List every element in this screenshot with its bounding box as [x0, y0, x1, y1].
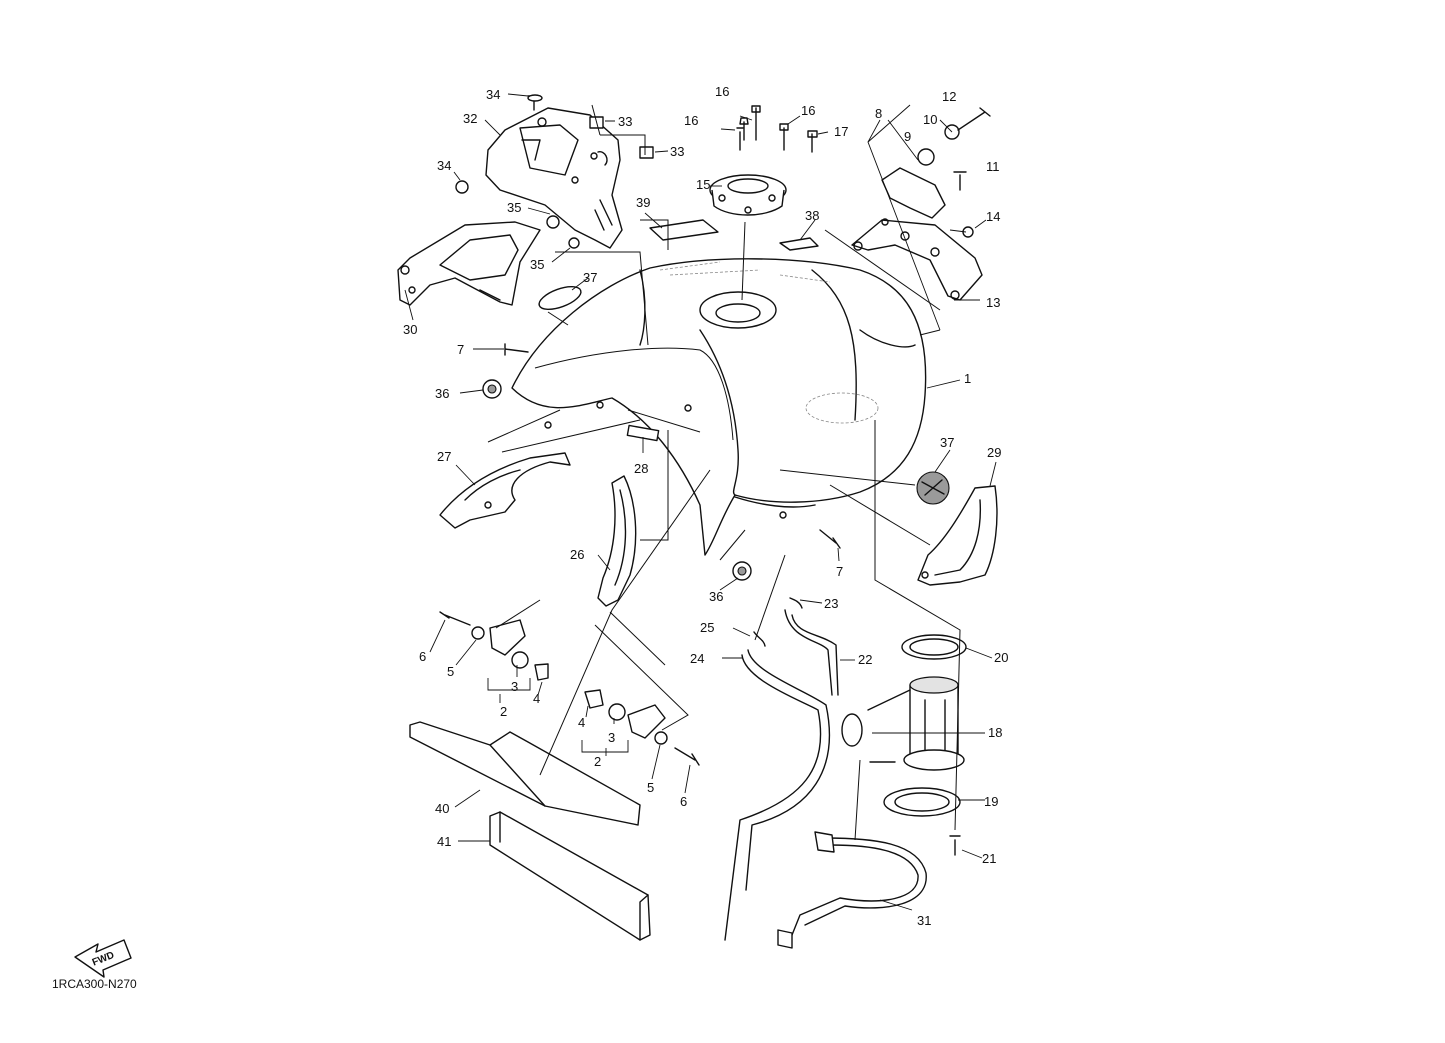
callout-34: 34 [486, 87, 500, 102]
callout-36: 36 [435, 386, 449, 401]
callout-38: 38 [805, 208, 819, 223]
callout-7: 7 [457, 342, 464, 357]
fuel-cap-drawing [709, 105, 818, 216]
callout-4: 4 [578, 715, 585, 730]
callout-4: 4 [533, 691, 540, 706]
callout-33: 33 [670, 144, 684, 159]
callout-29: 29 [987, 445, 1001, 460]
callout-40: 40 [435, 801, 449, 816]
callout-25: 25 [700, 620, 714, 635]
right-side-cover-drawing [917, 485, 998, 586]
callout-17: 17 [834, 124, 848, 139]
callout-27: 27 [437, 449, 451, 464]
callout-16: 16 [684, 113, 698, 128]
callout-16: 16 [801, 103, 815, 118]
left-trim-drawing [439, 452, 571, 529]
callout-41: 41 [437, 834, 451, 849]
callout-10: 10 [923, 112, 937, 127]
callout-21: 21 [982, 851, 996, 866]
callout-23: 23 [824, 596, 838, 611]
decal-drawing [649, 219, 819, 251]
callout-39: 39 [636, 195, 650, 210]
center-trim-drawing [597, 475, 637, 607]
callout-24: 24 [690, 651, 704, 666]
callout-9: 9 [904, 129, 911, 144]
callout-19: 19 [984, 794, 998, 809]
callout-34: 34 [437, 158, 451, 173]
callout-36: 36 [709, 589, 723, 604]
callout-11: 11 [986, 159, 1000, 174]
callout-1: 1 [964, 371, 971, 386]
callout-7: 7 [836, 564, 843, 579]
mount-drawing [439, 611, 700, 766]
callout-35: 35 [530, 257, 544, 272]
callout-22: 22 [858, 652, 872, 667]
pad-drawing [409, 721, 651, 941]
callout-35: 35 [507, 200, 521, 215]
callout-14: 14 [986, 209, 1000, 224]
bracket-drawing [851, 107, 991, 301]
leader-lines [404, 93, 997, 911]
callout-6: 6 [419, 649, 426, 664]
callout-2: 2 [500, 704, 507, 719]
callout-6: 6 [680, 794, 687, 809]
callout-31: 31 [917, 913, 931, 928]
fastener-drawing [482, 343, 841, 581]
fuel-tank-drawing [511, 258, 927, 556]
callout-12: 12 [942, 89, 956, 104]
callout-26: 26 [570, 547, 584, 562]
callout-15: 15 [696, 177, 710, 192]
callout-28: 28 [634, 461, 648, 476]
emblem-drawing [538, 285, 950, 505]
callout-8: 8 [875, 106, 882, 121]
callout-labels: 1 2 2 3 3 4 4 5 5 6 6 7 7 8 9 10 11 12 1… [403, 84, 1008, 928]
callout-2: 2 [594, 754, 601, 769]
callout-32: 32 [463, 111, 477, 126]
fuel-pump-drawing [724, 597, 967, 949]
callout-33: 33 [618, 114, 632, 129]
callout-5: 5 [447, 664, 454, 679]
callout-16: 16 [715, 84, 729, 99]
callout-37: 37 [940, 435, 954, 450]
callout-3: 3 [511, 679, 518, 694]
left-side-cover-drawing [397, 221, 541, 306]
drawing-code: 1RCA300-N270 [52, 977, 137, 991]
part-drawings: FWD [74, 94, 998, 978]
callout-37: 37 [583, 270, 597, 285]
callout-18: 18 [988, 725, 1002, 740]
callout-13: 13 [986, 295, 1000, 310]
upper-cover-drawing [455, 94, 654, 249]
callout-20: 20 [994, 650, 1008, 665]
callout-30: 30 [403, 322, 417, 337]
callout-3: 3 [608, 730, 615, 745]
fwd-badge: FWD [74, 939, 132, 978]
callout-5: 5 [647, 780, 654, 795]
